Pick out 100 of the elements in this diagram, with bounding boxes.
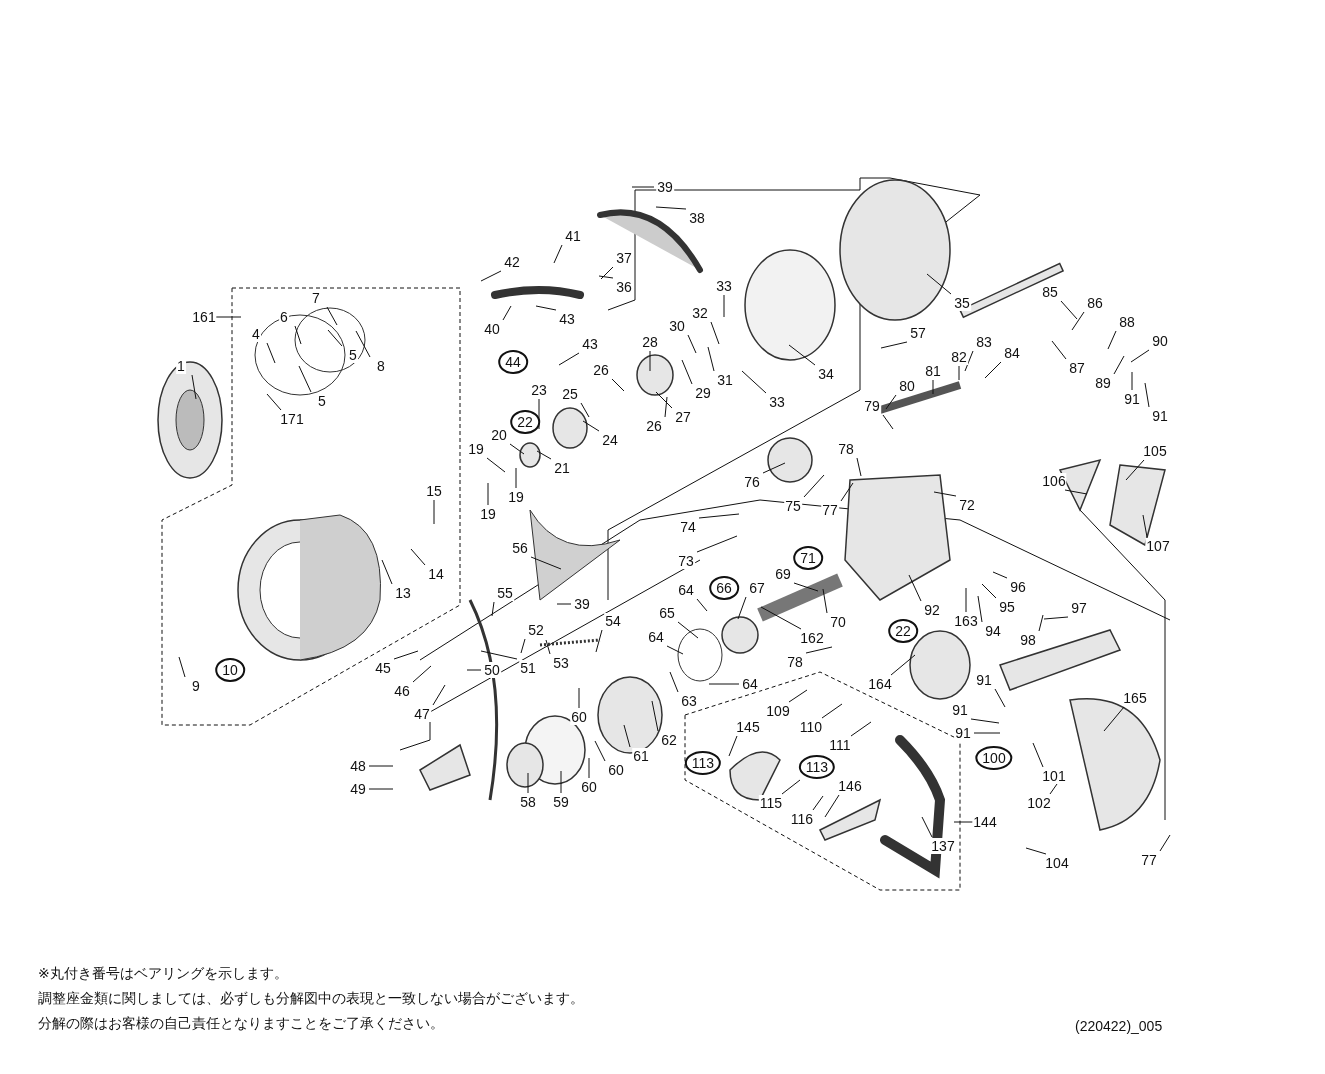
callout-number: 98 xyxy=(1019,632,1037,648)
callout-number: 55 xyxy=(496,585,514,601)
callout-number: 88 xyxy=(1118,314,1136,330)
callout-number: 106 xyxy=(1041,473,1067,489)
callout-number: 107 xyxy=(1145,538,1171,554)
callout-number: 85 xyxy=(1041,284,1059,300)
callout-number: 60 xyxy=(607,762,625,778)
callout-number: 111 xyxy=(828,737,852,753)
callout-number: 32 xyxy=(691,305,709,321)
callout-number: 33 xyxy=(768,394,786,410)
callout-number: 65 xyxy=(658,605,676,621)
callout-number: 110 xyxy=(798,719,824,735)
callout-number: 146 xyxy=(837,778,863,794)
callout-number: 70 xyxy=(829,614,847,630)
callout-number: 84 xyxy=(1003,345,1021,361)
bearing-callout-number: 113 xyxy=(684,751,722,775)
callout-number: 58 xyxy=(519,794,537,810)
callout-number: 83 xyxy=(975,334,993,350)
callout-number: 89 xyxy=(1094,375,1112,391)
callout-number: 82 xyxy=(950,349,968,365)
callout-number: 20 xyxy=(490,427,508,443)
callout-number: 47 xyxy=(413,706,431,722)
bearing-callout-number: 10 xyxy=(215,658,245,682)
callout-number: 73 xyxy=(677,553,695,569)
callout-number: 49 xyxy=(349,781,367,797)
callout-number: 41 xyxy=(564,228,582,244)
callout-number: 31 xyxy=(716,372,734,388)
bearing-callout-number: 100 xyxy=(975,746,1013,770)
callout-number: 7 xyxy=(311,290,321,306)
callout-number: 64 xyxy=(677,582,695,598)
callout-number: 91 xyxy=(1123,391,1141,407)
callout-number: 86 xyxy=(1086,295,1104,311)
callout-number: 19 xyxy=(507,489,525,505)
callout-number: 91 xyxy=(1151,408,1169,424)
callout-number: 64 xyxy=(647,629,665,645)
callout-number: 26 xyxy=(592,362,610,378)
callout-number: 78 xyxy=(786,654,804,670)
callout-number: 52 xyxy=(527,622,545,638)
bearing-callout-number: 71 xyxy=(793,546,823,570)
callout-number: 161 xyxy=(191,309,217,325)
bearing-callout-number: 44 xyxy=(498,350,528,374)
callout-number: 137 xyxy=(930,838,956,854)
callout-number: 33 xyxy=(715,278,733,294)
callout-number: 13 xyxy=(394,585,412,601)
callout-number: 90 xyxy=(1151,333,1169,349)
callout-number: 40 xyxy=(483,321,501,337)
callout-number: 101 xyxy=(1041,768,1067,784)
callout-number: 59 xyxy=(552,794,570,810)
callout-number: 64 xyxy=(741,676,759,692)
callout-number: 61 xyxy=(632,748,650,764)
callout-number: 77 xyxy=(1140,852,1158,868)
callout-number: 39 xyxy=(573,596,591,612)
callout-number: 87 xyxy=(1068,360,1086,376)
callout-number: 6 xyxy=(279,309,289,325)
callout-number: 30 xyxy=(668,318,686,334)
callout-number: 27 xyxy=(674,409,692,425)
bearing-callout-number: 66 xyxy=(709,576,739,600)
callout-number: 28 xyxy=(641,334,659,350)
callout-number: 145 xyxy=(735,719,761,735)
callout-number: 48 xyxy=(349,758,367,774)
callout-number: 171 xyxy=(279,411,305,427)
callout-number: 21 xyxy=(553,460,571,476)
callout-number: 26 xyxy=(645,418,663,434)
callout-number: 74 xyxy=(679,519,697,535)
callout-number: 91 xyxy=(954,725,972,741)
callout-number: 80 xyxy=(898,378,916,394)
callout-number: 8 xyxy=(376,358,386,374)
callout-number: 81 xyxy=(924,363,942,379)
callout-number: 42 xyxy=(503,254,521,270)
callout-number: 46 xyxy=(393,683,411,699)
callout-number: 9 xyxy=(191,678,201,694)
callout-number: 96 xyxy=(1009,579,1027,595)
bearing-callout-number: 22 xyxy=(888,619,918,643)
callout-number: 104 xyxy=(1044,855,1070,871)
callout-number: 45 xyxy=(374,660,392,676)
callout-number: 23 xyxy=(530,382,548,398)
callout-number: 35 xyxy=(953,295,971,311)
callout-number: 25 xyxy=(561,386,579,402)
callout-number: 36 xyxy=(615,279,633,295)
callout-number: 39 xyxy=(656,179,674,195)
callout-number: 95 xyxy=(998,599,1016,615)
callout-number: 51 xyxy=(519,660,537,676)
callout-number: 165 xyxy=(1122,690,1148,706)
callout-number: 72 xyxy=(958,497,976,513)
callout-number: 4 xyxy=(251,326,261,342)
note-text: 調整座金類に関しましては、必ずしも分解図中の表現と一致しない場合がございます。 xyxy=(38,990,584,1008)
callout-number: 97 xyxy=(1070,600,1088,616)
callout-number: 14 xyxy=(427,566,445,582)
drawing-code: (220422)_005 xyxy=(1075,1018,1163,1034)
callout-number: 109 xyxy=(765,703,791,719)
callout-number: 79 xyxy=(863,398,881,414)
callout-number: 38 xyxy=(688,210,706,226)
callout-number: 67 xyxy=(748,580,766,596)
callout-number: 57 xyxy=(909,325,927,341)
callout-number: 50 xyxy=(483,662,501,678)
callout-number: 62 xyxy=(660,732,678,748)
callout-number: 5 xyxy=(317,393,327,409)
bearing-callout-number: 22 xyxy=(510,410,540,434)
callout-number: 75 xyxy=(784,498,802,514)
callout-number: 77 xyxy=(821,502,839,518)
